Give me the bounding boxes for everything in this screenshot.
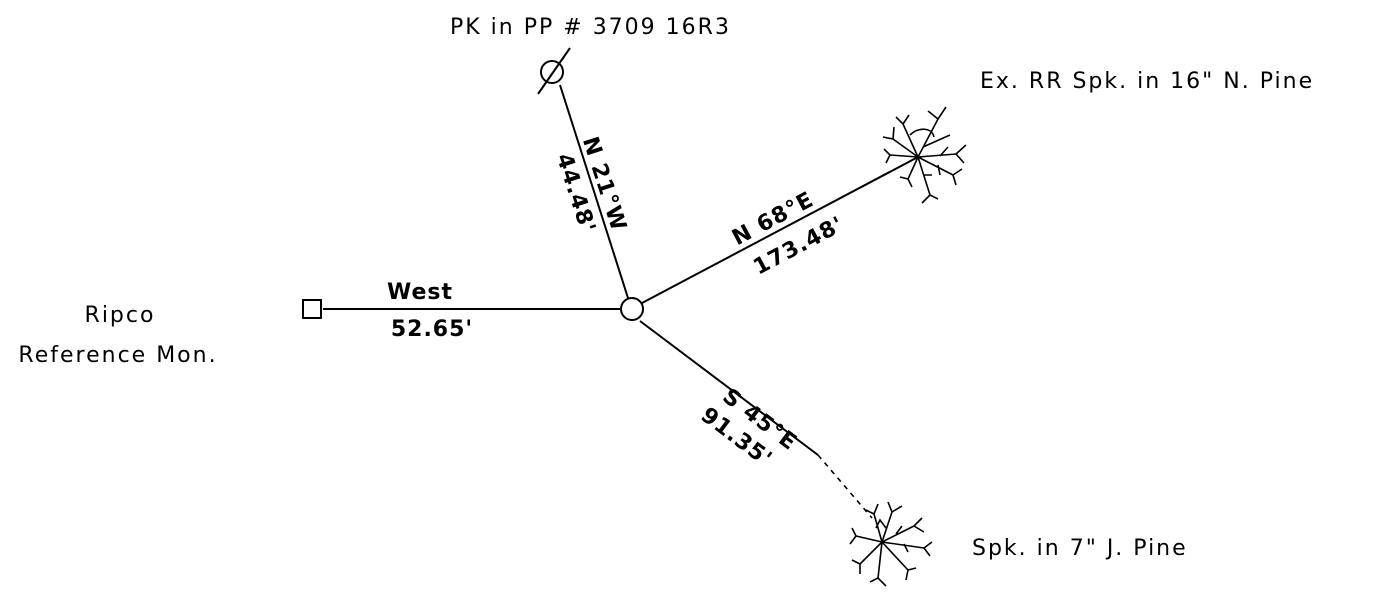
- northeast-point-label: Ex. RR Spk. in 16" N. Pine: [980, 69, 1314, 94]
- center-point-circle: [620, 297, 644, 321]
- north-point-label: PK in PP # 3709 16R3: [450, 15, 731, 40]
- west-tie-bearing: West: [387, 280, 453, 305]
- power-pole-symbol: [537, 47, 571, 95]
- north-pine-tree-icon: [882, 106, 967, 204]
- tie-line-southeast: [639, 320, 819, 456]
- southeast-point-label: Spk. in 7" J. Pine: [972, 536, 1188, 561]
- west-tie-distance: 52.65': [391, 317, 473, 342]
- tie-line-southeast-dashed: [817, 454, 873, 519]
- juniper-pine-tree-icon: [849, 501, 933, 587]
- west-point-label-line2: Reference Mon.: [18, 343, 217, 368]
- tie-line-northeast: [641, 156, 919, 304]
- reference-monument-square: [302, 299, 322, 319]
- west-point-label-line1: Ripco: [85, 303, 156, 328]
- tie-line-north: [559, 84, 629, 299]
